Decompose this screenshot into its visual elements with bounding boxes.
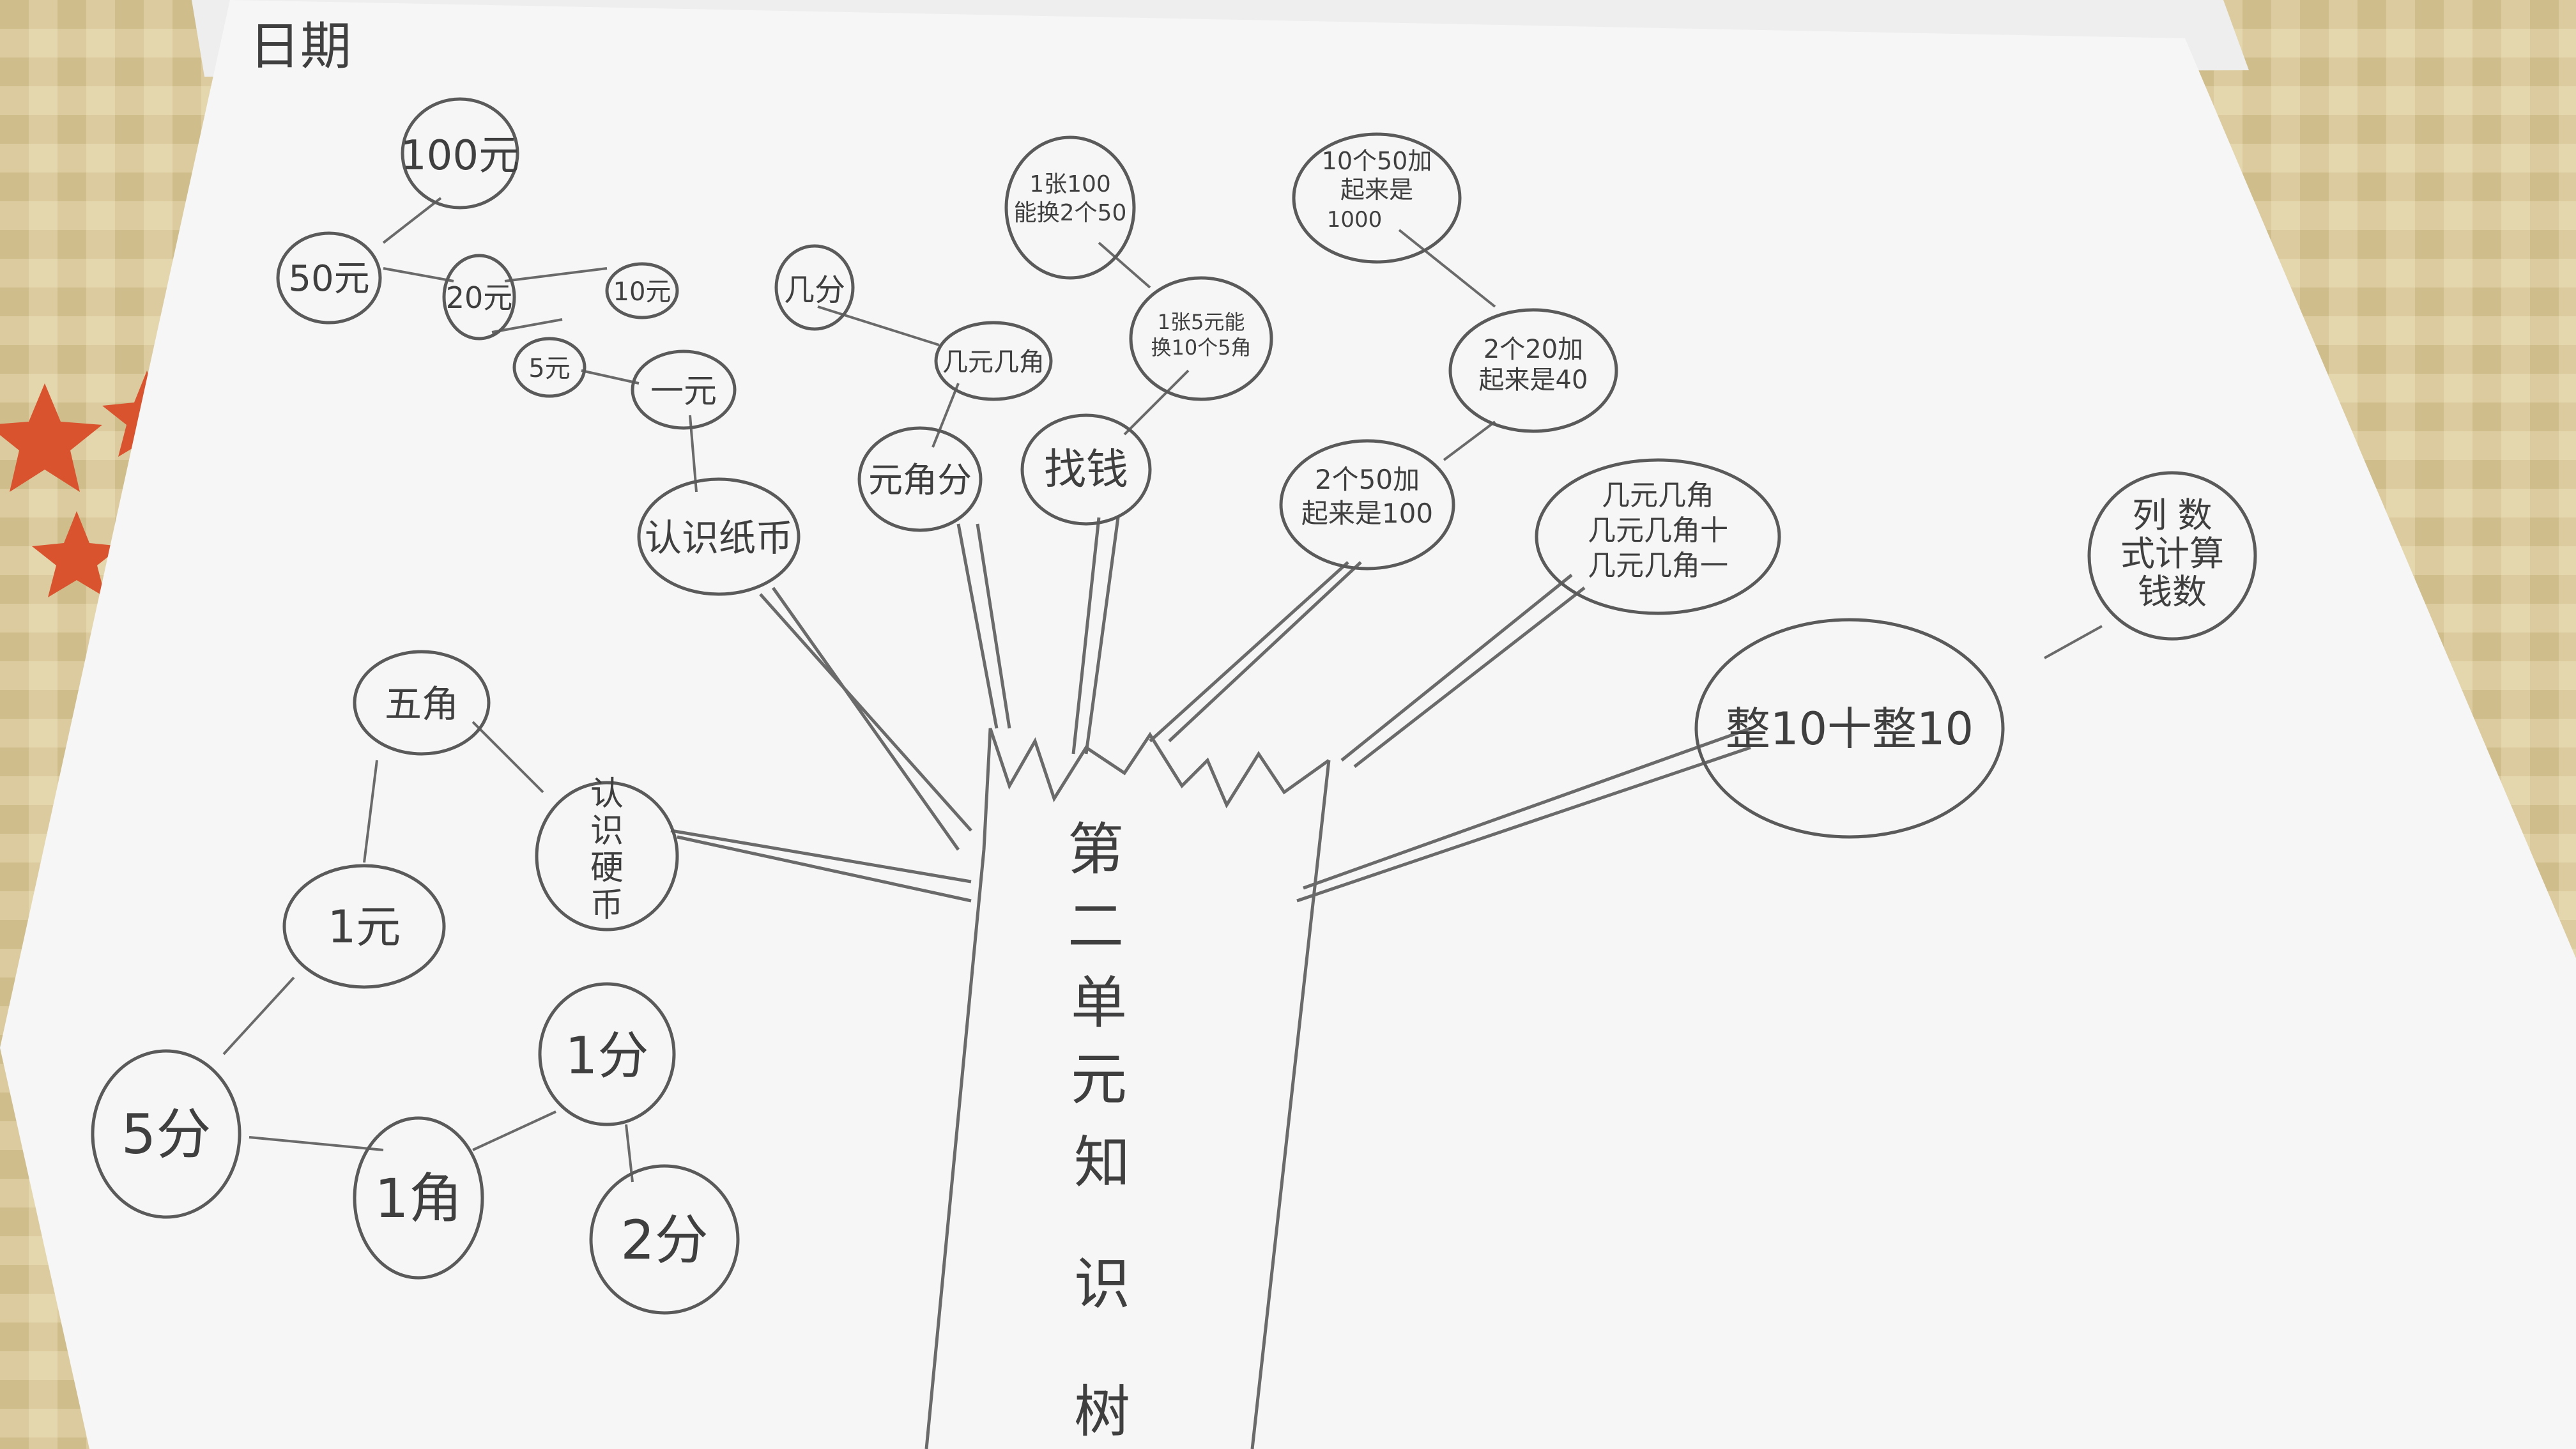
- node-exchange5-line1: 1张5元能: [1158, 310, 1245, 334]
- node-100yuan: 100元: [401, 132, 519, 180]
- node-bubble: [934, 321, 1053, 401]
- node-lieshi-line2: 式计算: [2120, 533, 2224, 574]
- node-1fen: 1分: [565, 1026, 649, 1085]
- node-two50-line1: 2个50加: [1315, 464, 1420, 495]
- node-bubble: [1448, 308, 1618, 433]
- node-bubble: [605, 262, 679, 319]
- node-coins-char: 硬: [590, 849, 624, 887]
- date-label: 日期: [249, 17, 351, 76]
- node-two50-line2: 起来是100: [1301, 498, 1433, 529]
- node-coins-char: 识: [590, 812, 624, 850]
- node-bubble: [535, 781, 679, 931]
- node-bubble: [589, 1164, 740, 1315]
- trunk-char: 识: [1074, 1251, 1130, 1317]
- node-two20-line1: 2个20加: [1483, 335, 1583, 364]
- node-20yuan: 20元: [446, 280, 513, 315]
- node-bubble: [276, 231, 382, 325]
- node-ten50-line2: 起来是: [1340, 176, 1413, 204]
- node-bubble: [2087, 471, 2257, 641]
- node-bubble: [401, 97, 519, 210]
- node-wujiao: 五角: [385, 682, 459, 726]
- node-exchange5-line2: 换10个5角: [1151, 335, 1251, 360]
- node-10yuan: 10元: [613, 277, 671, 307]
- node-mixed-line2: 几元几角十: [1588, 514, 1728, 547]
- node-bubble: [1694, 618, 2005, 839]
- node-5yuan: 5元: [528, 354, 570, 383]
- node-ten50-line1: 10个50加: [1322, 147, 1432, 175]
- node-1jiao: 1角: [374, 1167, 462, 1230]
- node-bubble: [538, 982, 676, 1126]
- node-bubble: [1279, 439, 1455, 571]
- trunk-title: 第 二 单 元 知 识 树: [1068, 816, 1130, 1445]
- node-zhaoqian: 找钱: [1044, 445, 1128, 494]
- node-yuanjiaofen: 元角分: [868, 460, 972, 500]
- node-mixed-line3: 几元几角一: [1588, 549, 1728, 582]
- node-bubble: [774, 244, 855, 331]
- trunk-char: 第: [1068, 816, 1124, 882]
- node-bubble: [442, 254, 516, 341]
- trunk-char: 知: [1074, 1130, 1130, 1195]
- node-bubble: [631, 349, 737, 430]
- node-bubble: [512, 337, 586, 398]
- node-bubble: [857, 426, 983, 532]
- node-mixed-line1: 几元几角: [1602, 479, 1714, 512]
- node-two20-line2: 起来是40: [1479, 365, 1588, 395]
- node-bubble: [1292, 132, 1462, 264]
- node-2fen: 2分: [620, 1209, 708, 1271]
- node-ten50-line3: 1000: [1327, 207, 1383, 233]
- node-bubble: [1020, 413, 1152, 526]
- node-lieshi-line1: 列 数: [2132, 495, 2212, 535]
- trunk-char: 二: [1068, 893, 1124, 959]
- trunk-char: 树: [1074, 1379, 1130, 1445]
- node-bubble: [91, 1049, 241, 1219]
- node-bubble: [1004, 135, 1136, 280]
- node-bubble: [282, 864, 446, 989]
- node-zheng: 整10十整10: [1726, 703, 1974, 755]
- node-jifen: 几分: [784, 272, 845, 308]
- node-bubble: [1129, 276, 1273, 401]
- node-bubble: [1535, 458, 1781, 615]
- node-5fen: 5分: [121, 1103, 211, 1167]
- node-1yuan-top: 一元: [650, 372, 717, 411]
- node-exchange100-line2: 能换2个50: [1014, 200, 1127, 226]
- tree-branches: [670, 517, 1751, 903]
- node-coins-char: 认: [590, 775, 624, 813]
- tree-trunk: [924, 728, 1331, 1449]
- node-bubble: [353, 650, 491, 756]
- node-exchange100-line1: 1张100: [1029, 171, 1111, 197]
- node-1yuan: 1元: [328, 901, 401, 953]
- trunk-char: 单: [1071, 970, 1127, 1036]
- node-bubble: [353, 1116, 484, 1280]
- trunk-char: 元: [1071, 1046, 1127, 1112]
- node-jiyuanjijiao: 几元几角: [942, 348, 1045, 377]
- bubbles: [91, 97, 2257, 1315]
- node-lieshi-line3: 钱数: [2138, 572, 2207, 612]
- node-coins-char: 币: [590, 886, 624, 924]
- node-recognize-notes: 认识纸币: [645, 516, 793, 560]
- node-bubble: [637, 477, 801, 596]
- node-50yuan: 50元: [288, 258, 369, 300]
